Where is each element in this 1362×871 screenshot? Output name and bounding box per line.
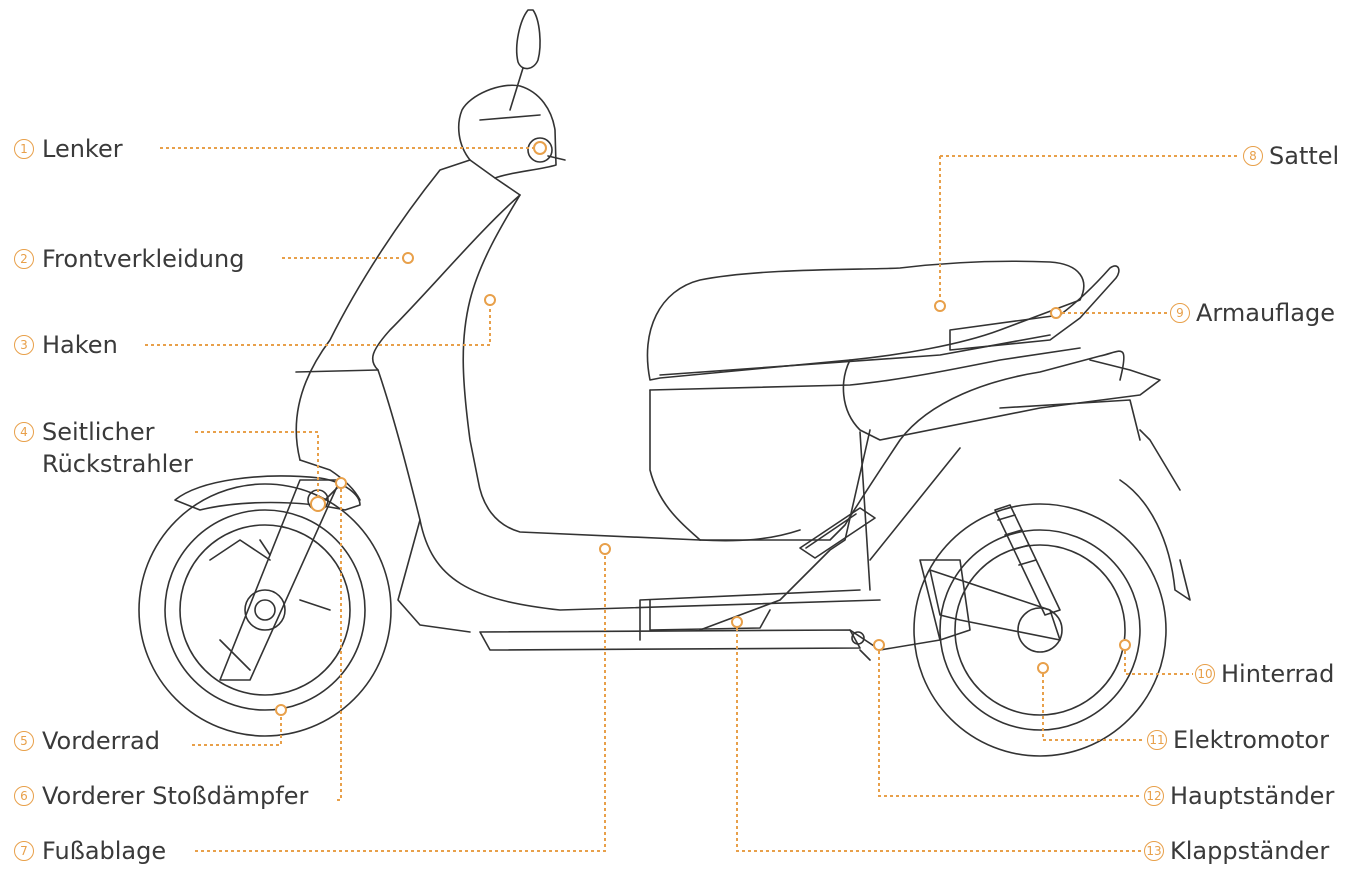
dot-3	[484, 294, 496, 306]
callout-number: 1	[14, 139, 34, 159]
callout-number: 4	[14, 422, 34, 442]
dot-9	[1050, 307, 1062, 319]
callout-text: Armauflage	[1196, 299, 1335, 327]
callout-text: Hinterrad	[1221, 660, 1335, 688]
callout-seitlicher-rueckstrahler: 4 Seitlicher Rückstrahler	[14, 416, 193, 480]
callout-text: Haken	[42, 331, 118, 359]
dot-8	[934, 300, 946, 312]
callout-elektromotor: 11 Elektromotor	[1147, 726, 1329, 754]
callout-number: 10	[1195, 664, 1215, 684]
callout-number: 11	[1147, 730, 1167, 750]
callout-text: Vorderer Stoßdämpfer	[42, 782, 309, 810]
leader-6	[337, 483, 342, 801]
callout-text: Hauptständer	[1170, 782, 1335, 810]
leader-4	[195, 431, 319, 504]
callout-number: 8	[1243, 146, 1263, 166]
leader-8	[939, 155, 1240, 306]
callout-text: Fußablage	[42, 837, 167, 865]
leader-lines	[145, 147, 1240, 852]
callout-number: 5	[14, 731, 34, 751]
leader-5	[192, 711, 282, 746]
callout-vorderer-stossdaempfer: 6 Vorderer Stoßdämpfer	[14, 782, 308, 810]
leader-13	[736, 622, 1142, 852]
dot-4	[310, 496, 326, 512]
callout-vorderrad: 5 Vorderrad	[14, 727, 160, 755]
callout-text: Lenker	[42, 135, 123, 163]
callout-armauflage: 9 Armauflage	[1170, 299, 1335, 327]
callout-number: 13	[1144, 841, 1164, 861]
dot-10	[1119, 639, 1131, 651]
callout-haken: 3 Haken	[14, 331, 118, 359]
dot-12	[873, 639, 885, 651]
callout-text: Elektromotor	[1173, 726, 1329, 754]
leader-7	[195, 549, 606, 852]
leader-12	[878, 645, 1142, 797]
callout-text: Klappständer	[1170, 837, 1330, 865]
callout-number: 2	[14, 249, 34, 269]
dot-11	[1037, 662, 1049, 674]
callout-dots	[275, 141, 1131, 716]
leader-3	[145, 304, 491, 346]
callout-text: Sattel	[1269, 142, 1340, 170]
dot-5	[275, 704, 287, 716]
leader-11	[1042, 668, 1145, 741]
callout-number: 7	[14, 841, 34, 861]
callout-number: 12	[1144, 786, 1164, 806]
dot-7	[599, 543, 611, 555]
dot-6	[335, 477, 347, 489]
callout-number: 6	[14, 786, 34, 806]
callout-number: 3	[14, 335, 34, 355]
dot-1	[533, 141, 547, 155]
callout-fussablage: 7 Fußablage	[14, 837, 166, 865]
callout-text: Frontverkleidung	[42, 245, 245, 273]
callout-hinterrad: 10 Hinterrad	[1195, 660, 1334, 688]
callout-text: Vorderrad	[42, 727, 160, 755]
callout-klappstaender: 13 Klappständer	[1144, 837, 1329, 865]
callout-number: 9	[1170, 303, 1190, 323]
dot-2	[402, 252, 414, 264]
callout-lenker: 1 Lenker	[14, 135, 123, 163]
callout-frontverkleidung: 2 Frontverkleidung	[14, 245, 244, 273]
callout-sattel: 8 Sattel	[1243, 142, 1339, 170]
leader-10	[1124, 645, 1193, 675]
callout-text: Seitlicher Rückstrahler	[42, 418, 193, 478]
callout-hauptstaender: 12 Hauptständer	[1144, 782, 1334, 810]
dot-13	[731, 616, 743, 628]
scooter-line-art	[138, 9, 1191, 757]
